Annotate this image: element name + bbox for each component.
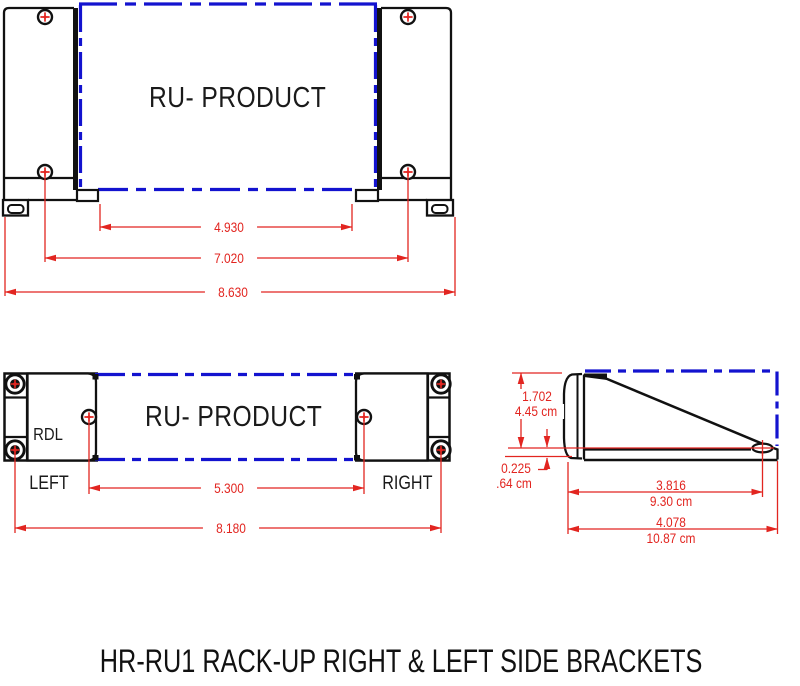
side-dim-height-in: 1.702 bbox=[513, 389, 561, 404]
plan-view-end-strips bbox=[4, 373, 450, 461]
front-view-dimensions bbox=[4, 174, 456, 296]
side-dim-slot-in: 3.816 bbox=[656, 477, 686, 493]
side-view-bracket bbox=[562, 372, 779, 462]
plan-dim-holes: 5.300 bbox=[200, 480, 258, 496]
side-dim-height-cm: 4.45 cm bbox=[507, 404, 565, 419]
plan-view-product-outline bbox=[95, 372, 357, 462]
plan-dim-overall: 8.180 bbox=[202, 520, 260, 536]
right-bracket-label: RIGHT bbox=[382, 473, 433, 494]
front-dim-inner: 4.930 bbox=[200, 219, 258, 235]
side-dim-slot-cm: 9.30 cm bbox=[649, 492, 693, 509]
side-dim-lip-cm: .64 cm bbox=[496, 475, 532, 491]
side-view-dimensions bbox=[505, 372, 779, 534]
front-view-brackets bbox=[1, 6, 455, 217]
left-bracket-code-label: RDL bbox=[33, 424, 63, 444]
side-dim-lip-in: 0.225 bbox=[501, 460, 531, 476]
side-dim-depth-cm: 10.87 cm bbox=[646, 529, 696, 546]
front-dim-overall: 8.630 bbox=[204, 284, 262, 300]
front-view-product-outline bbox=[78, 2, 378, 192]
left-bracket-label: LEFT bbox=[29, 473, 69, 494]
front-dim-holes: 7.020 bbox=[200, 250, 258, 266]
front-view-product-label: RU- PRODUCT bbox=[149, 82, 327, 114]
plan-view-plates bbox=[26, 372, 429, 462]
drawing-title: HR-RU1 RACK-UP RIGHT & LEFT SIDE BRACKET… bbox=[99, 643, 703, 679]
plan-view-product-label: RU- PRODUCT bbox=[145, 401, 323, 433]
side-dim-depth-in: 4.078 bbox=[656, 514, 686, 530]
side-view-product-outline bbox=[585, 369, 779, 446]
